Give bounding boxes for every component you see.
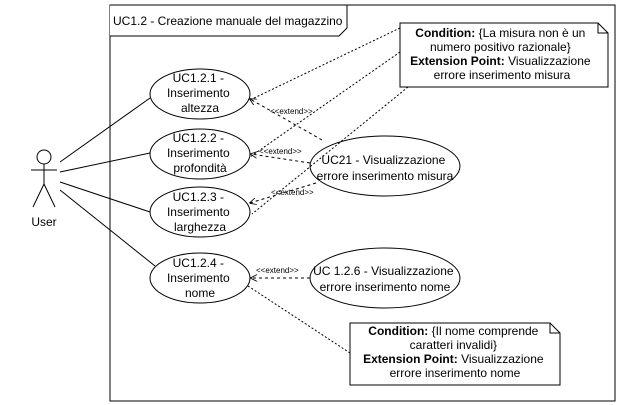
- extend-uc21-uc121: [250, 99, 323, 141]
- note-misura-fold: [597, 23, 608, 34]
- system-title-tab: [110, 4, 348, 37]
- association-uc124: [59, 189, 156, 267]
- note-nome-text: Condition: {Il nome comprende caratteri …: [363, 324, 547, 380]
- association-uc123: [59, 181, 151, 213]
- actor-label: User: [31, 215, 56, 229]
- note-misura: [399, 22, 609, 88]
- extend-label-4: <<extend>>: [256, 266, 299, 275]
- actor-left-leg: [32, 183, 45, 208]
- use-case-uc121[interactable]: [149, 68, 251, 120]
- use-case-uc122-label: UC1.2.2 - Inserimento profondità: [167, 131, 233, 175]
- association-uc121: [59, 97, 151, 163]
- extend-label-1: <<extend>>: [270, 107, 313, 116]
- note-connector-uc123: [251, 86, 409, 215]
- use-case-uc126[interactable]: [309, 247, 461, 309]
- extend-label-3: <<extend>>: [271, 188, 314, 197]
- association-uc122: [59, 152, 151, 173]
- note-misura-text: Condition: {La misura non è un numero po…: [410, 26, 594, 82]
- use-case-uc123-label: UC1.2.3 - Inserimento larghezza: [167, 190, 233, 234]
- use-case-uc21-label: UC21 - Visualizzazione errore inseriment…: [317, 153, 454, 183]
- extend-label-2: <<extend>>: [259, 147, 302, 156]
- actor-right-leg: [43, 183, 56, 208]
- extend-uc21-uc122: [251, 154, 311, 164]
- associations: [59, 97, 156, 267]
- actor-head: [36, 149, 52, 165]
- note-connector-uc124: [247, 285, 351, 354]
- note-nome: [349, 322, 561, 386]
- note-connectors: [247, 27, 409, 354]
- use-case-uc124[interactable]: [149, 252, 251, 304]
- extend-relations: [250, 99, 323, 278]
- note-nome-fold: [549, 323, 560, 334]
- system-title: UC1.2 - Creazione manuale del magazzino: [113, 14, 343, 28]
- use-case-uc121-label: UC1.2.1 - Inserimento altezza: [167, 71, 233, 115]
- use-case-uc123[interactable]: [149, 186, 251, 238]
- use-case-uc21[interactable]: [309, 135, 461, 197]
- use-case-uc124-label: UC1.2.4 - Inserimento nome: [167, 256, 233, 300]
- note-connector-uc122: [249, 51, 401, 158]
- use-case-uc126-label: UC 1.2.6 - Visualizzazione errore inseri…: [313, 264, 457, 294]
- actor-user[interactable]: [31, 149, 57, 208]
